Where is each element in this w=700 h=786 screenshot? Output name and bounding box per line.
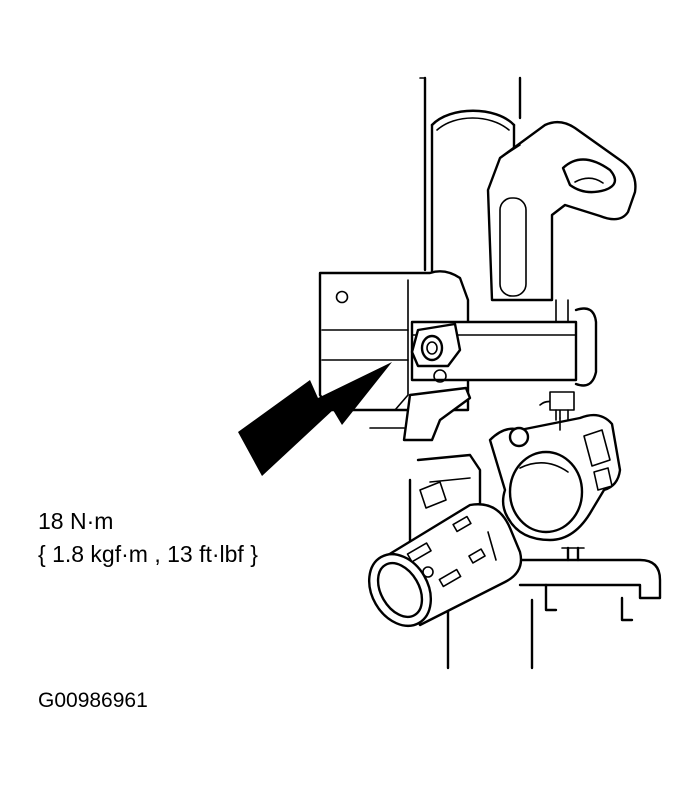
- torque-bolt: [410, 322, 462, 383]
- lower-housing: [408, 453, 482, 587]
- figure-id: G00986961: [38, 689, 148, 712]
- switch-housing: [488, 400, 622, 542]
- lower-bracket: [518, 546, 662, 622]
- key-cylinder: [367, 503, 523, 627]
- mounting-bracket: [486, 120, 637, 302]
- pointer-arrow: [238, 362, 392, 476]
- column-housing: [419, 76, 522, 272]
- torque-spec-alternate: { 1.8 kgf·m , 13 ft·lbf }: [38, 541, 258, 567]
- tilt-tab: [369, 386, 472, 442]
- torque-spec-primary: 18 N·m: [38, 508, 114, 534]
- connector: [549, 391, 575, 421]
- lower-column-tube: [446, 598, 534, 670]
